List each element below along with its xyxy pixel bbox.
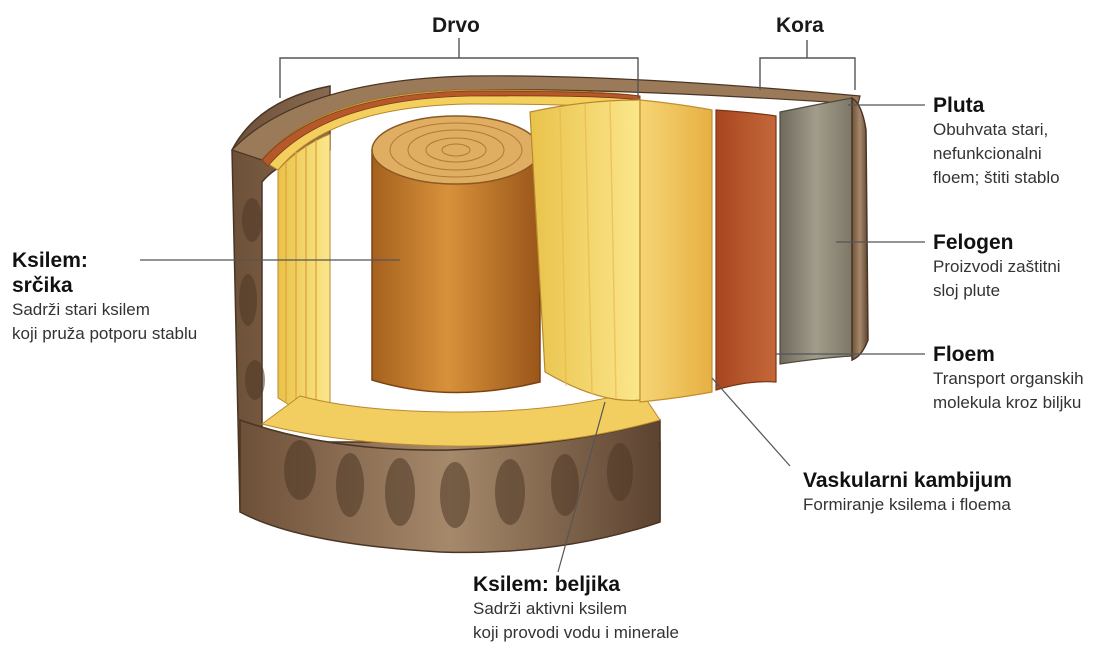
phloem-desc-line-2: molekula kroz biljku xyxy=(933,391,1084,415)
sapwood-desc-line-2: koji provodi vodu i minerale xyxy=(473,621,679,645)
kora-label: Kora xyxy=(776,14,824,38)
heartwood-title-line-1: Ksilem: xyxy=(12,248,197,273)
phellogen-desc-line-2: sloj plute xyxy=(933,279,1061,303)
heartwood-top xyxy=(372,116,540,184)
cambium-sheet xyxy=(640,100,712,402)
heartwood-desc-line-1: Sadrži stari ksilem xyxy=(12,298,197,322)
heartwood-cylinder xyxy=(372,150,540,393)
phloem-sheet xyxy=(716,110,776,390)
heartwood-label: Ksilem: srčika Sadrži stari ksilem koji … xyxy=(12,248,197,346)
cambium-label: Vaskularni kambijum Formiranje ksilema i… xyxy=(803,468,1012,517)
sapwood-front-wall xyxy=(530,100,640,400)
phellogen-desc-line-1: Proizvodi zaštitni xyxy=(933,255,1061,279)
sapwood-desc-line-1: Sadrži aktivni ksilem xyxy=(473,597,679,621)
phloem-title: Floem xyxy=(933,342,1084,367)
sapwood-title: Ksilem: beljika xyxy=(473,572,679,597)
phloem-label: Floem Transport organskih molekula kroz … xyxy=(933,342,1084,415)
sapwood-label: Ksilem: beljika Sadrži aktivni ksilem ko… xyxy=(473,572,679,645)
phellogen-title: Felogen xyxy=(933,230,1061,255)
kora-bracket xyxy=(760,40,855,90)
heartwood-desc-line-2: koji pruža potporu stablu xyxy=(12,322,197,346)
cambium-title: Vaskularni kambijum xyxy=(803,468,1012,493)
cambium-desc-line-1: Formiranje ksilema i floema xyxy=(803,493,1012,517)
cork-label: Pluta Obuhvata stari, nefunkcionalni flo… xyxy=(933,93,1060,190)
cork-desc-line-1: Obuhvata stari, xyxy=(933,118,1060,142)
phloem-desc-line-1: Transport organskih xyxy=(933,367,1084,391)
heartwood-title-line-2: srčika xyxy=(12,273,197,298)
cork-title: Pluta xyxy=(933,93,1060,118)
drvo-label: Drvo xyxy=(432,14,480,38)
cork-desc-line-2: nefunkcionalni xyxy=(933,142,1060,166)
cork-desc-line-3: floem; štiti stablo xyxy=(933,166,1060,190)
leader-cambium xyxy=(712,378,790,466)
bark-right-strip xyxy=(852,98,868,360)
cork-sheet xyxy=(780,98,852,364)
phellogen-label: Felogen Proizvodi zaštitni sloj plute xyxy=(933,230,1061,303)
